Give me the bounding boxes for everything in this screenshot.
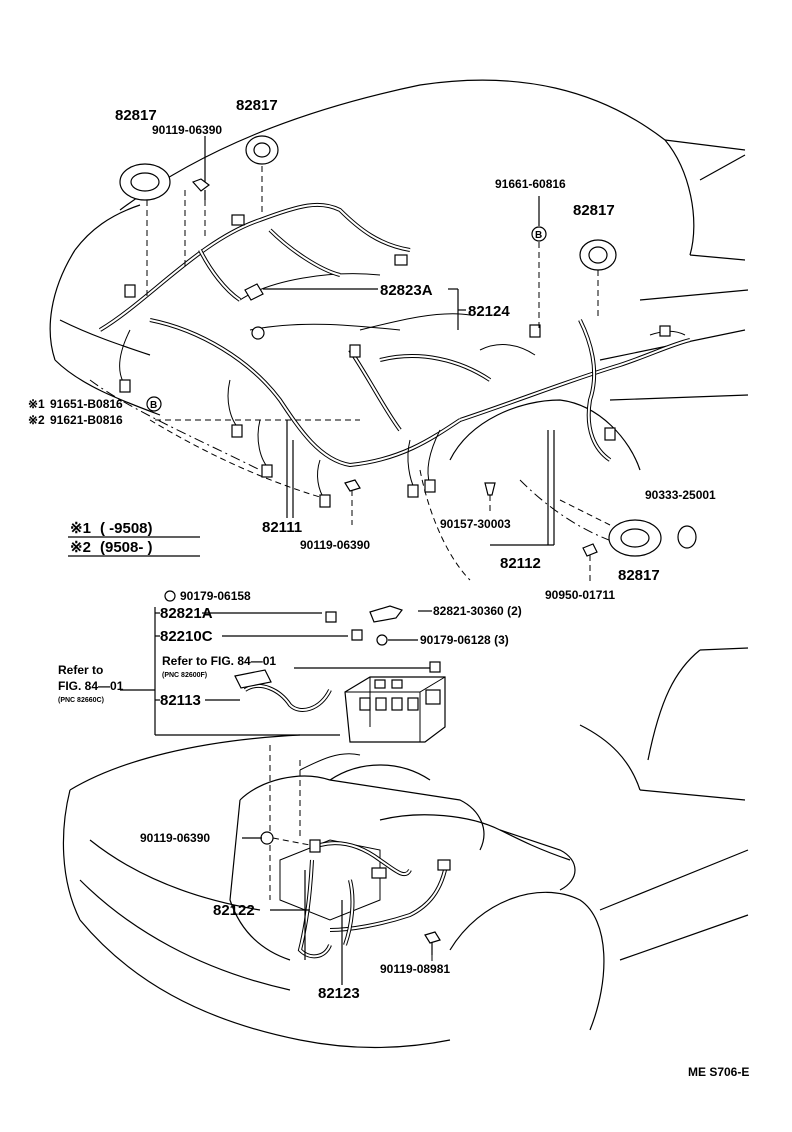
clip-82210c-icon [351,629,363,641]
bottom-label-group: 90119-06390 82122 90119-08981 82123 [140,831,450,1002]
b-mark-legend-icon [146,396,162,412]
ring-icon [677,525,697,549]
grommet-bottom-right-icon [608,519,662,557]
bracket-82821-icon [369,605,403,623]
grommet-top-center-icon [245,135,279,165]
fuse-block-icon [344,661,446,743]
clip-icon [484,482,496,496]
label-refer-fig-outer: FIG. 84—01 [58,679,124,693]
grommet-top-left-icon [119,163,171,201]
label-grommet-top-center: 82817 [236,97,278,114]
label-part-82210c: 82210C [160,628,213,645]
label-harness-82123: 82123 [318,985,360,1002]
label-clamp-82823a: 82823A [380,282,433,299]
label-part-82821-30360: 82821-30360 (2) [433,604,522,618]
b-mark-label: B [535,230,542,241]
legend: ※1 ( -9508) ※2 (9508- ) [68,520,200,557]
label-part-82821a: 82821A [160,605,213,622]
legend-row1-mark: ※1 [70,520,91,537]
label-nut-90179-06128: 90179-06128 (3) [420,633,509,647]
label-bolt-90119-06390: 90119-06390 [140,831,210,845]
label-bolt-bottom: 90119-06390 [300,538,370,552]
legend-row1-text: ( -9508) [100,520,153,537]
label-harness-82111: 82111 [262,519,302,536]
label-refer-to: Refer to [58,663,103,677]
label-note1-mark: ※1 [28,397,45,411]
label-note1-part: 91651-B0816 [50,397,123,411]
label-bolt-90119-08981: 90119-08981 [380,962,450,976]
legend-row2-text: (9508- ) [100,539,153,556]
label-harness-82122: 82122 [213,902,255,919]
label-clip-90157: 90157-30003 [440,517,511,531]
label-note2-part: 91621-B0816 [50,413,123,427]
b-mark-legend-label: B [150,400,157,411]
label-ring-90333: 90333-25001 [645,488,716,502]
harness-82113-icon [234,669,332,712]
top-wiring-harness [98,202,691,508]
clip-82821a-icon [325,611,337,623]
top-vehicle-body [49,79,749,581]
label-note2-mark: ※2 [28,413,45,427]
bolt-bottom-icon [344,479,361,492]
label-bolt-right: 91661-60816 [495,177,566,191]
label-grommet-right: 82817 [573,202,615,219]
bolt-90119-06390-icon [260,831,274,845]
label-grommet-top-left: 82817 [115,107,157,124]
label-bolt-top: 90119-06390 [152,123,222,137]
top-parts [119,135,697,557]
b-mark-icon [531,226,547,242]
label-nut-top: 90179-06158 [180,589,251,603]
label-harness-82124: 82124 [468,303,510,320]
screw-icon [582,543,598,557]
nut-top-icon [164,590,176,602]
label-harness-82112: 82112 [500,555,541,572]
bottom-parts [242,831,441,985]
grommet-right-icon [579,239,617,271]
bolt-top-icon [191,178,210,200]
diagram-code: ME S706-E [688,1065,749,1079]
bolt-90119-08981-icon [424,931,441,955]
label-harness-82113: 82113 [160,692,201,709]
nut-90179-icon [376,634,388,646]
label-refer-pnc-inner: (PNC 82600F) [162,672,207,679]
bottom-wiring-harness [297,839,451,959]
label-screw-90950: 90950-01711 [545,588,615,602]
top-leader-lines [146,136,611,585]
label-refer-fig-inner: Refer to FIG. 84—01 [162,654,276,668]
legend-row2-mark: ※2 [70,539,91,556]
top-label-group: 82817 82817 90119-06390 91661-60816 8281… [28,97,716,602]
bottom-vehicle-body [62,647,749,1049]
relay-block-assembly: 90179-06158 82821A 82821-30360 (2) 82210… [58,589,522,743]
label-grommet-bottom-right: 82817 [618,567,660,584]
label-refer-pnc-outer: (PNC 82660C) [58,697,104,704]
